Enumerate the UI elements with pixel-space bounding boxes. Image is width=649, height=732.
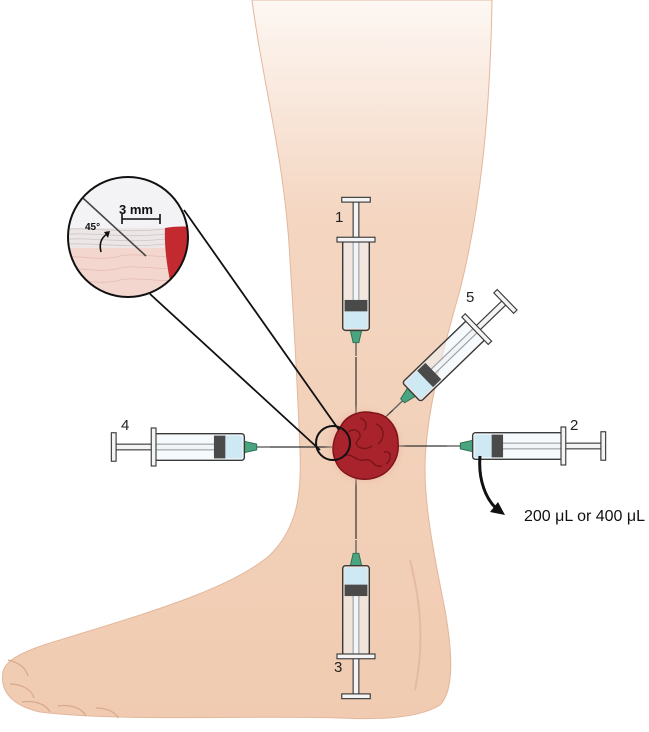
volume-arrowhead <box>490 502 505 515</box>
ankle-shading <box>409 559 422 691</box>
syringe-label-2: 2 <box>570 417 578 434</box>
syringe-2 <box>446 426 607 466</box>
angle-arrowhead <box>104 231 110 238</box>
syringe-4 <box>110 427 271 467</box>
volume-note: 200 μL or 400 μL <box>524 508 645 525</box>
depth-bracket <box>121 214 161 224</box>
inset-wound-tissue <box>164 226 188 290</box>
syringe-label-1: 1 <box>335 209 343 226</box>
toes <box>7 659 119 719</box>
magnifier-connectors <box>149 209 340 451</box>
inset-needle <box>71 187 147 257</box>
syringe-label-5: 5 <box>466 289 474 306</box>
syringe-label-3: 3 <box>334 659 342 676</box>
magnifier-circle <box>67 176 189 298</box>
inset-depth-label: 3 mm <box>119 202 153 217</box>
inset-angle-label: 45° <box>85 222 100 233</box>
magnified-inset <box>68 177 188 297</box>
wound-texture <box>343 417 391 467</box>
volume-arrow <box>478 455 500 512</box>
angle-arrow <box>99 233 108 253</box>
syringe-label-4: 4 <box>121 417 129 434</box>
magnifier-target-circle <box>315 425 351 461</box>
leg <box>1 0 493 720</box>
